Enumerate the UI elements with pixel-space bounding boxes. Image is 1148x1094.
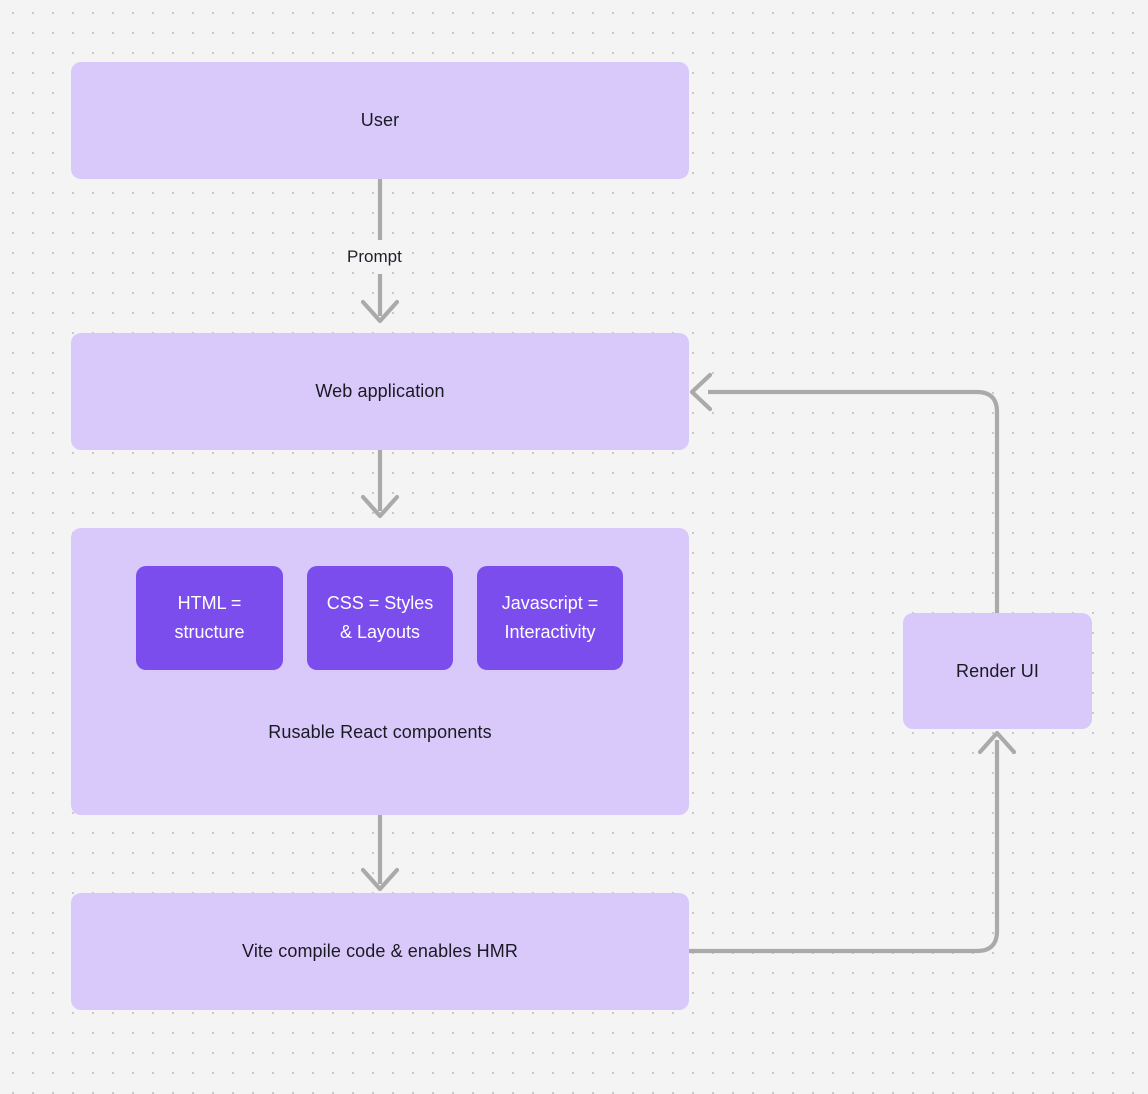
edge-render-ui-to-web-application xyxy=(708,389,1000,613)
arrowhead-up-render-ui xyxy=(977,730,1017,755)
arrowhead-down-web-application xyxy=(360,299,400,324)
node-user-label: User xyxy=(360,110,400,131)
node-vite[interactable]: Vite compile code & enables HMR xyxy=(71,893,689,1010)
arrowhead-down-components xyxy=(360,494,400,519)
chip-javascript[interactable]: Javascript = Interactivity xyxy=(477,566,623,670)
node-web-application[interactable]: Web application xyxy=(71,333,689,450)
chip-html-label: HTML = structure xyxy=(174,593,245,642)
node-vite-label: Vite compile code & enables HMR xyxy=(242,941,518,962)
chip-html[interactable]: HTML = structure xyxy=(136,566,283,670)
node-render-ui[interactable]: Render UI xyxy=(903,613,1092,729)
chip-css-label: CSS = Styles & Layouts xyxy=(326,593,434,642)
components-group-caption-text: Rusable React components xyxy=(268,722,492,742)
edge-vite-to-render-ui xyxy=(689,740,1000,954)
edge-label-prompt: Prompt xyxy=(342,246,407,268)
chip-javascript-label: Javascript = Interactivity xyxy=(501,593,599,642)
chip-css[interactable]: CSS = Styles & Layouts xyxy=(307,566,453,670)
arrowhead-down-vite xyxy=(360,867,400,892)
components-group-caption: Rusable React components xyxy=(71,720,689,744)
arrowhead-left-web-application xyxy=(689,372,713,412)
node-render-ui-label: Render UI xyxy=(956,660,1039,681)
node-web-application-label: Web application xyxy=(315,381,445,402)
node-user[interactable]: User xyxy=(71,62,689,179)
edge-label-prompt-text: Prompt xyxy=(347,247,402,266)
